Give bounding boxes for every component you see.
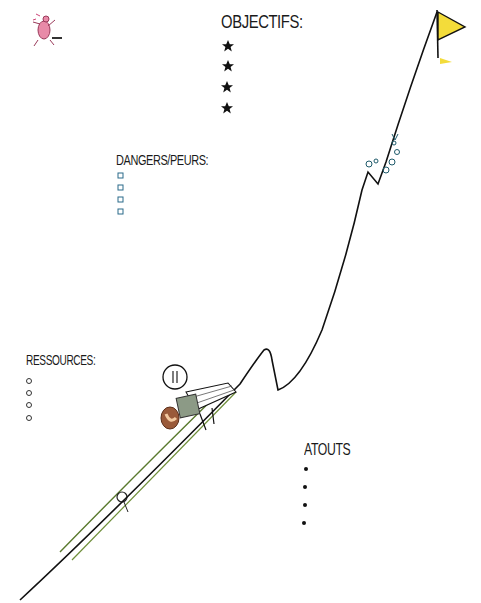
resource-circles — [27, 379, 32, 421]
rock — [366, 161, 372, 167]
climber-backpack — [176, 394, 200, 418]
climber-bubble — [163, 365, 187, 389]
flag-tick — [440, 58, 452, 64]
rock — [374, 159, 378, 163]
rope-line — [60, 386, 226, 552]
square-bullet — [118, 209, 123, 214]
climber-figure — [161, 365, 236, 430]
rock — [389, 159, 395, 165]
rock — [392, 134, 398, 140]
objective-stars — [221, 40, 234, 114]
mountain-outline — [20, 12, 437, 600]
square-bullet — [118, 197, 123, 202]
star-bullet — [222, 60, 234, 72]
circle-bullet — [27, 403, 32, 408]
rope-ring — [117, 492, 127, 502]
rock — [392, 141, 396, 145]
climber-bubble-mark — [173, 371, 177, 383]
section-heading: DANGERS/PEURS: — [116, 153, 208, 167]
section-heading: ATOUTS — [304, 441, 350, 458]
flag — [438, 12, 465, 40]
circle-bullet — [27, 391, 32, 396]
section-heading: OBJECTIFS: — [221, 12, 303, 31]
figure-dash — [52, 37, 62, 39]
star-bullet — [221, 102, 233, 114]
circle-bullet — [27, 379, 32, 384]
square-bullet — [118, 185, 123, 190]
corner-figure — [33, 14, 62, 46]
dot-bullet — [303, 503, 307, 507]
rope-line — [72, 392, 236, 560]
dot-bullet — [304, 467, 308, 471]
climber-head — [161, 407, 179, 429]
climber-face — [166, 414, 176, 420]
circle-bullet — [27, 416, 32, 421]
figure-marks — [33, 14, 40, 20]
rock-cluster — [366, 134, 400, 173]
rock — [395, 150, 400, 155]
square-bullet — [118, 173, 123, 178]
dot-bullet — [303, 485, 307, 489]
rope-ring-tie — [124, 502, 128, 512]
figure-limbs — [33, 20, 55, 46]
danger-squares — [118, 173, 123, 214]
section-heading: RESSOURCES: — [26, 353, 95, 367]
climber-arms — [200, 408, 214, 430]
figure-head — [43, 16, 49, 22]
asset-dots — [302, 467, 308, 525]
rock — [383, 167, 389, 173]
star-bullet — [221, 81, 233, 93]
dot-bullet — [302, 521, 306, 525]
star-bullet — [222, 40, 234, 52]
